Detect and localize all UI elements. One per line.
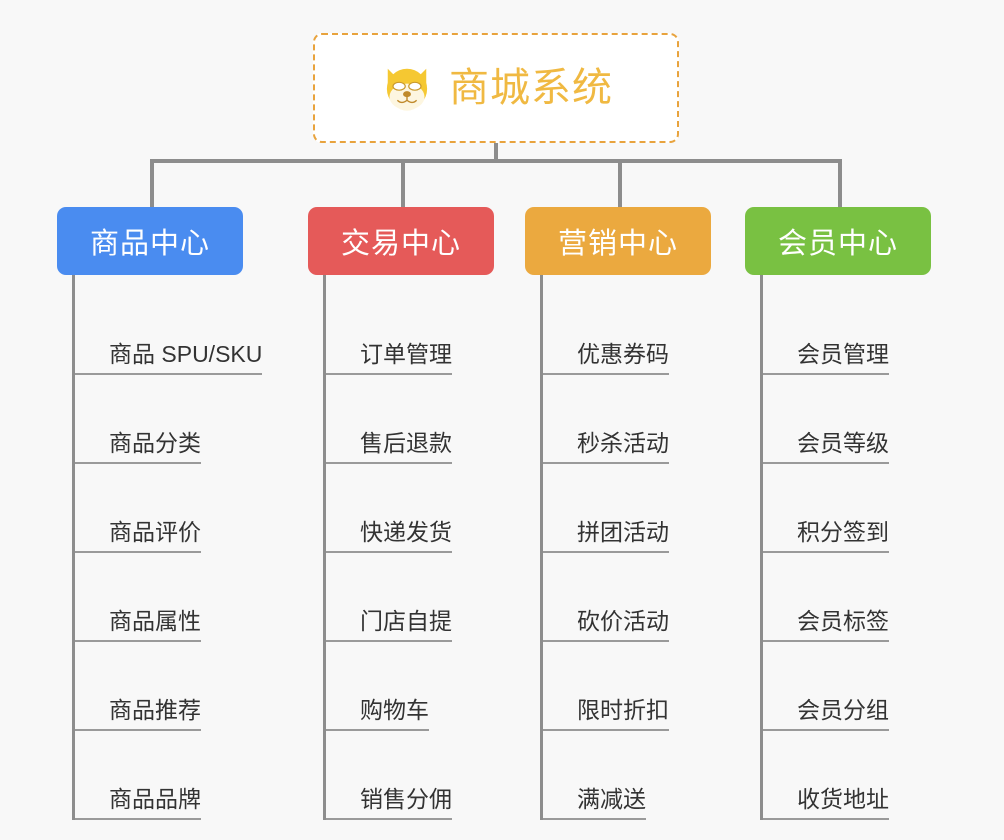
root-title: 商城系统 <box>449 66 613 110</box>
leaf-rule <box>75 373 109 375</box>
leaf-item[interactable]: 商品评价 <box>75 464 262 553</box>
connector-drop-2 <box>401 159 405 209</box>
leaf-label: 门店自提 <box>360 609 452 642</box>
leaf-rule <box>75 729 109 731</box>
leaf-item[interactable]: 售后退款 <box>326 375 494 464</box>
leaf-label: 商品推荐 <box>109 698 201 731</box>
leaf-label: 购物车 <box>360 698 429 731</box>
leaf-label: 订单管理 <box>360 342 452 375</box>
branch-header-label: 商品中心 <box>89 228 210 260</box>
branch-header-marketing-center[interactable]: 营销中心 <box>525 207 711 275</box>
connector-drop-3 <box>618 159 622 209</box>
leaf-item[interactable]: 商品分类 <box>75 375 262 464</box>
leaf-item[interactable]: 拼团活动 <box>543 464 711 553</box>
leaf-list: 会员管理 会员等级 积分签到 会员标签 会员分组 收货地址 <box>760 275 931 820</box>
leaf-rule <box>326 551 360 553</box>
leaf-list: 优惠券码 秒杀活动 拼团活动 砍价活动 限时折扣 满减送 <box>540 275 711 820</box>
leaf-item[interactable]: 会员管理 <box>763 286 931 375</box>
leaf-rule <box>75 640 109 642</box>
leaf-item[interactable]: 收货地址 <box>763 731 931 820</box>
leaf-label: 快递发货 <box>360 520 452 553</box>
leaf-item[interactable]: 商品 SPU/SKU <box>75 286 263 375</box>
leaf-item[interactable]: 销售分佣 <box>326 731 494 820</box>
leaf-rule <box>543 462 577 464</box>
branch-product-center: 商品中心 商品 SPU/SKU 商品分类 商品评价 商品属性 商品推荐 <box>57 207 263 820</box>
leaf-label: 售后退款 <box>360 431 452 464</box>
leaf-rule <box>75 462 109 464</box>
leaf-label: 优惠券码 <box>577 342 669 375</box>
leaf-item[interactable]: 限时折扣 <box>543 642 711 731</box>
leaf-label: 秒杀活动 <box>577 431 669 464</box>
leaf-label: 会员等级 <box>797 431 889 464</box>
leaf-rule <box>543 551 577 553</box>
leaf-label: 限时折扣 <box>577 698 669 731</box>
leaf-item[interactable]: 砍价活动 <box>543 553 711 642</box>
leaf-label: 商品分类 <box>109 431 201 464</box>
leaf-rule <box>75 818 109 820</box>
leaf-rule <box>763 640 797 642</box>
branch-header-member-center[interactable]: 会员中心 <box>745 207 931 275</box>
leaf-label: 积分签到 <box>797 520 889 553</box>
branch-trade-center: 交易中心 订单管理 售后退款 快递发货 门店自提 购物车 <box>308 207 494 820</box>
leaf-item[interactable]: 满减送 <box>543 731 711 820</box>
leaf-label: 收货地址 <box>797 787 889 820</box>
leaf-label: 砍价活动 <box>577 609 669 642</box>
leaf-rule <box>543 729 577 731</box>
leaf-item[interactable]: 门店自提 <box>326 553 494 642</box>
branch-marketing-center: 营销中心 优惠券码 秒杀活动 拼团活动 砍价活动 限时折扣 <box>525 207 711 820</box>
connector-horizontal-bus <box>150 159 842 163</box>
leaf-rule <box>326 373 360 375</box>
leaf-item[interactable]: 快递发货 <box>326 464 494 553</box>
leaf-item[interactable]: 商品品牌 <box>75 731 262 820</box>
connector-drop-4 <box>838 159 842 209</box>
root-node[interactable]: 商城系统 <box>313 33 679 143</box>
leaf-label: 销售分佣 <box>360 787 452 820</box>
leaf-item[interactable]: 秒杀活动 <box>543 375 711 464</box>
leaf-item[interactable]: 会员标签 <box>763 553 931 642</box>
leaf-list: 商品 SPU/SKU 商品分类 商品评价 商品属性 商品推荐 商品品牌 <box>72 275 263 820</box>
leaf-rule <box>543 373 577 375</box>
leaf-item[interactable]: 会员分组 <box>763 642 931 731</box>
leaf-rule <box>326 462 360 464</box>
leaf-item[interactable]: 会员等级 <box>763 375 931 464</box>
leaf-label: 满减送 <box>577 787 646 820</box>
leaf-rule <box>763 818 797 820</box>
leaf-rule <box>326 729 360 731</box>
branch-header-label: 会员中心 <box>777 228 898 260</box>
branch-member-center: 会员中心 会员管理 会员等级 积分签到 会员标签 会员分组 <box>745 207 931 820</box>
leaf-rule <box>763 462 797 464</box>
leaf-label: 商品属性 <box>109 609 201 642</box>
branch-header-label: 交易中心 <box>340 228 461 260</box>
leaf-item[interactable]: 购物车 <box>326 642 494 731</box>
leaf-label: 商品 SPU/SKU <box>109 342 263 375</box>
leaf-rule <box>763 373 797 375</box>
branch-header-trade-center[interactable]: 交易中心 <box>308 207 494 275</box>
leaf-label: 会员标签 <box>797 609 889 642</box>
connector-root-stem <box>494 143 498 163</box>
leaf-item[interactable]: 订单管理 <box>326 286 494 375</box>
leaf-rule <box>75 551 109 553</box>
leaf-label: 会员分组 <box>797 698 889 731</box>
leaf-rule <box>543 818 577 820</box>
leaf-rule <box>763 729 797 731</box>
branch-header-product-center[interactable]: 商品中心 <box>57 207 243 275</box>
leaf-item[interactable]: 优惠券码 <box>543 286 711 375</box>
leaf-rule <box>763 551 797 553</box>
leaf-rule <box>326 640 360 642</box>
leaf-label: 会员管理 <box>797 342 889 375</box>
leaf-item[interactable]: 商品属性 <box>75 553 262 642</box>
leaf-rule <box>326 818 360 820</box>
connector-drop-1 <box>150 159 154 209</box>
leaf-label: 商品评价 <box>109 520 201 553</box>
leaf-rule <box>543 640 577 642</box>
branch-header-label: 营销中心 <box>557 228 678 260</box>
leaf-label: 商品品牌 <box>109 787 201 820</box>
dog-face-icon <box>386 68 428 111</box>
leaf-list: 订单管理 售后退款 快递发货 门店自提 购物车 销售分佣 <box>323 275 494 820</box>
leaf-label: 拼团活动 <box>577 520 669 553</box>
leaf-item[interactable]: 商品推荐 <box>75 642 262 731</box>
leaf-item[interactable]: 积分签到 <box>763 464 931 553</box>
